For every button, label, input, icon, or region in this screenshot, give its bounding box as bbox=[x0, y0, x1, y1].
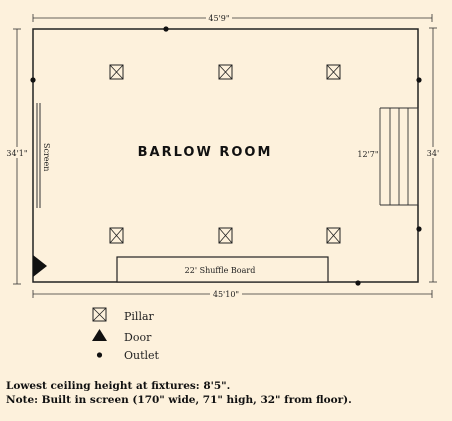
top-dimension-label: 45'9" bbox=[208, 14, 229, 23]
outlet-icon bbox=[30, 77, 36, 83]
legend-door-icon bbox=[92, 329, 107, 341]
notes: Lowest ceiling height at fixtures: 8'5".… bbox=[6, 379, 446, 407]
screen-note: Note: Built in screen (170" wide, 71" hi… bbox=[6, 394, 352, 406]
outlet-icon bbox=[416, 77, 422, 83]
pillar-icon bbox=[218, 64, 233, 80]
outlet-icon bbox=[163, 26, 169, 32]
door-icon bbox=[33, 255, 47, 277]
shuffle-board-label: 22' Shuffle Board bbox=[185, 266, 256, 275]
top-dimension: 45'9" bbox=[32, 12, 433, 23]
legend-outlet-label: Outlet bbox=[124, 349, 160, 362]
pillar-icon bbox=[218, 227, 233, 244]
pillar-icon bbox=[109, 64, 124, 80]
pillars bbox=[109, 64, 341, 244]
pillar-icon bbox=[326, 227, 341, 244]
left-dimension-label: 34'1" bbox=[6, 149, 27, 158]
screen-label: Screen bbox=[42, 143, 51, 171]
ceiling-height-note: Lowest ceiling height at fixtures: 8'5". bbox=[6, 380, 231, 392]
right-dimension: 34' bbox=[424, 27, 442, 283]
stairs: 12'7" bbox=[357, 107, 419, 206]
legend-pillar-icon bbox=[92, 307, 107, 322]
legend-pillar-label: Pillar bbox=[124, 310, 155, 323]
left-dimension: 34'1" bbox=[4, 28, 30, 285]
pillar-icon bbox=[326, 64, 341, 80]
legend-outlet-icon bbox=[96, 352, 103, 358]
stair-dimension-label: 12'7" bbox=[357, 150, 378, 159]
bottom-dimension: 45'10" bbox=[32, 288, 433, 299]
shuffle-board: 22' Shuffle Board bbox=[116, 256, 329, 283]
outlet-icon bbox=[355, 280, 361, 286]
room-title: BARLOW ROOM bbox=[138, 145, 273, 160]
legend: Pillar Door Outlet bbox=[92, 307, 160, 362]
bottom-dimension-label: 45'10" bbox=[213, 290, 239, 299]
pillar-icon bbox=[109, 227, 124, 244]
built-in-screen: Screen bbox=[36, 103, 51, 208]
outlets bbox=[30, 26, 422, 286]
legend-door-label: Door bbox=[124, 331, 152, 344]
right-dimension-label: 34' bbox=[427, 149, 439, 158]
outlet-icon bbox=[416, 226, 422, 232]
